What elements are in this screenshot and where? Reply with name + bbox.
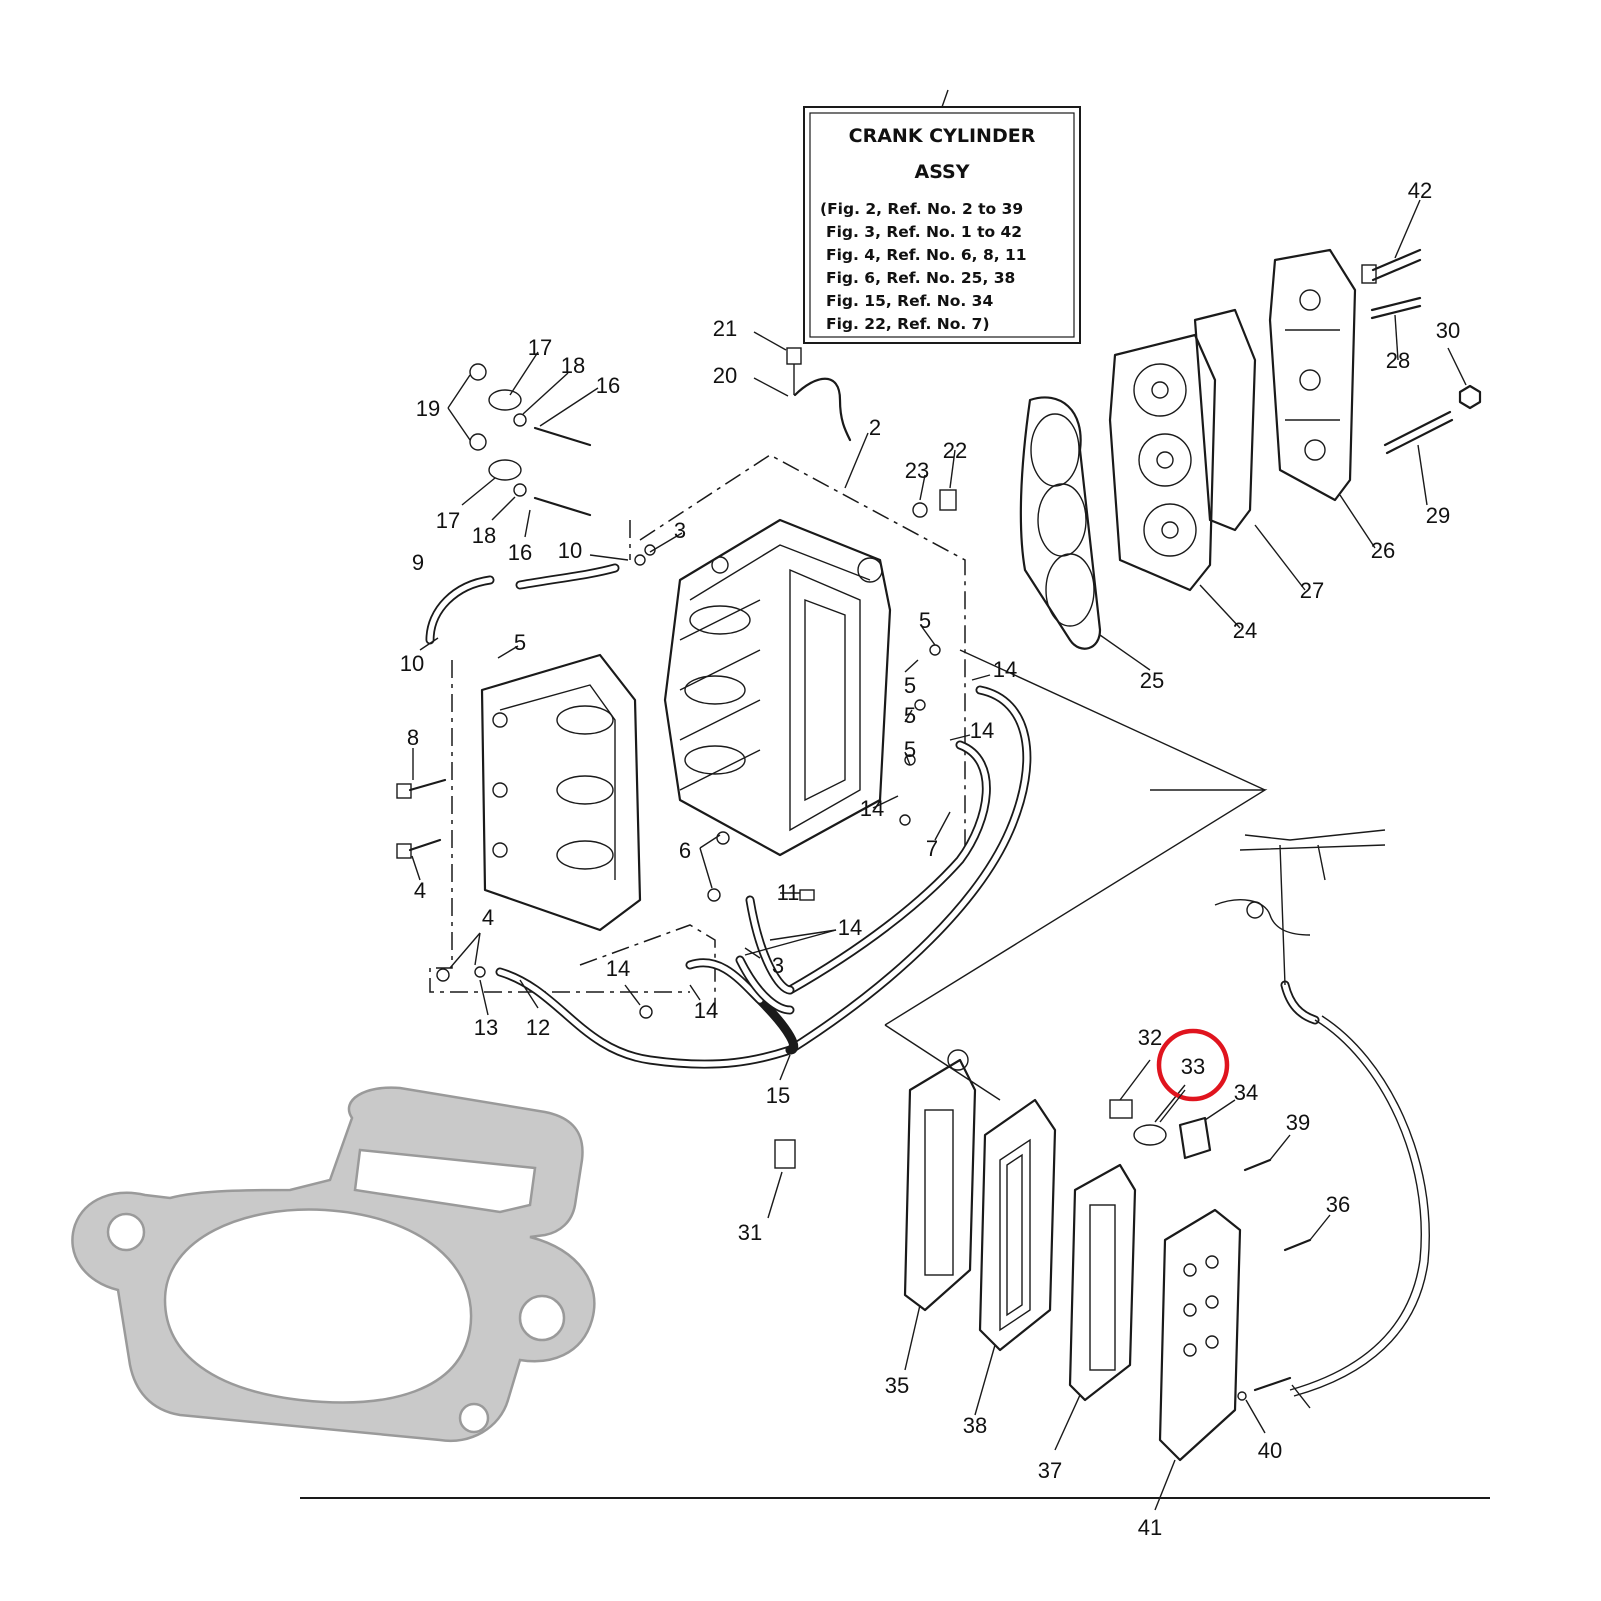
head-cover-gasket bbox=[1193, 308, 1257, 532]
ref-label: 12 bbox=[526, 1015, 550, 1040]
ref-label: 32 bbox=[1138, 1025, 1162, 1050]
ref-label: 3 bbox=[674, 518, 686, 543]
ref-label: 40 bbox=[1258, 1438, 1282, 1463]
ref-label: 17 bbox=[528, 335, 552, 360]
ref-label: 9 bbox=[412, 550, 424, 575]
ref-label: 13 bbox=[474, 1015, 498, 1040]
cylinder-block bbox=[663, 518, 892, 857]
ref-label: 4 bbox=[414, 878, 426, 903]
ref-label: 30 bbox=[1436, 318, 1460, 343]
leader-lines bbox=[411, 199, 1467, 1511]
cylinder-head bbox=[1108, 333, 1217, 592]
info-box-line: Fig. 15, Ref. No. 34 bbox=[826, 292, 993, 310]
ref-label: 29 bbox=[1426, 503, 1450, 528]
ref-label: 18 bbox=[561, 353, 585, 378]
ref-label: 14 bbox=[860, 796, 884, 821]
ref-label: 7 bbox=[926, 836, 938, 861]
ref-label: 28 bbox=[1386, 348, 1410, 373]
info-box-title-2: ASSY bbox=[915, 161, 970, 183]
head-gasket bbox=[1019, 396, 1102, 650]
ref-label: 14 bbox=[993, 657, 1017, 682]
ref-label: 5 bbox=[904, 737, 916, 762]
ref-label: 14 bbox=[838, 915, 862, 940]
ref-label: 31 bbox=[738, 1220, 762, 1245]
ref-label: 14 bbox=[694, 998, 718, 1023]
exhaust-inner-plate-35 bbox=[978, 1098, 1057, 1352]
info-box-line: (Fig. 2, Ref. No. 2 to 39 bbox=[820, 200, 1023, 218]
ref-label: 25 bbox=[1140, 668, 1164, 693]
ref-label: 17 bbox=[436, 508, 460, 533]
ref-label: 41 bbox=[1138, 1515, 1162, 1540]
exhaust-gasket-36 bbox=[903, 1049, 977, 1312]
ref-label: 15 bbox=[766, 1083, 790, 1108]
ref-label: 5 bbox=[514, 630, 526, 655]
ref-label: 10 bbox=[558, 538, 582, 563]
ref-label: 24 bbox=[1233, 618, 1257, 643]
ref-label: 19 bbox=[416, 396, 440, 421]
assembly-outline bbox=[429, 454, 1268, 1101]
ref-label: 5 bbox=[904, 703, 916, 728]
highlighted-part-marker: 33 bbox=[1156, 1028, 1230, 1123]
exhaust-cover-37 bbox=[1158, 1208, 1242, 1462]
hoses bbox=[425, 563, 1430, 1397]
head-cover bbox=[1268, 248, 1357, 502]
ref-label: 20 bbox=[713, 363, 737, 388]
ref-label: 6 bbox=[679, 838, 691, 863]
ref-label: 3 bbox=[772, 953, 784, 978]
exhaust-gasket-38 bbox=[1068, 1163, 1137, 1402]
ref-label: 36 bbox=[1326, 1192, 1350, 1217]
info-box-title-1: CRANK CYLINDER bbox=[849, 125, 1036, 147]
ref-label: 18 bbox=[472, 523, 496, 548]
info-box: CRANK CYLINDER ASSY (Fig. 2, Ref. No. 2 … bbox=[803, 89, 1081, 344]
ref-label: 14 bbox=[970, 718, 994, 743]
ref-label: 37 bbox=[1038, 1458, 1062, 1483]
ref-label: 5 bbox=[919, 608, 931, 633]
ref-label: 21 bbox=[713, 316, 737, 341]
ref-label: 42 bbox=[1408, 178, 1432, 203]
ref-label: 8 bbox=[407, 725, 419, 750]
ref-label: 14 bbox=[606, 956, 630, 981]
info-box-line: Fig. 4, Ref. No. 6, 8, 11 bbox=[826, 246, 1027, 264]
ref-label: 4 bbox=[482, 905, 494, 930]
ref-label: 26 bbox=[1371, 538, 1395, 563]
gasket-photo bbox=[71, 1086, 596, 1443]
ref-label: 16 bbox=[596, 373, 620, 398]
highlighted-ref-label: 33 bbox=[1181, 1054, 1205, 1079]
ref-label: 22 bbox=[943, 438, 967, 463]
info-box-line: Fig. 6, Ref. No. 25, 38 bbox=[826, 269, 1015, 287]
ref-label: 11 bbox=[777, 880, 800, 905]
ref-label: 23 bbox=[905, 458, 929, 483]
ref-label: 16 bbox=[508, 540, 532, 565]
reference-labels: 42 30 28 29 26 27 24 25 22 23 21 20 2 17… bbox=[400, 178, 1460, 1540]
ref-label: 38 bbox=[963, 1413, 987, 1438]
info-box-line: Fig. 22, Ref. No. 7) bbox=[826, 315, 990, 333]
ref-label: 35 bbox=[885, 1373, 909, 1398]
ref-label: 10 bbox=[400, 651, 424, 676]
ref-label: 5 bbox=[904, 673, 916, 698]
ref-label: 2 bbox=[869, 415, 881, 440]
ref-label: 27 bbox=[1300, 578, 1324, 603]
highlight-circle bbox=[1156, 1028, 1230, 1102]
info-box-line: Fig. 3, Ref. No. 1 to 42 bbox=[826, 223, 1022, 241]
ref-label: 39 bbox=[1286, 1110, 1310, 1135]
crankcase bbox=[480, 653, 642, 932]
ref-label: 34 bbox=[1234, 1080, 1258, 1105]
